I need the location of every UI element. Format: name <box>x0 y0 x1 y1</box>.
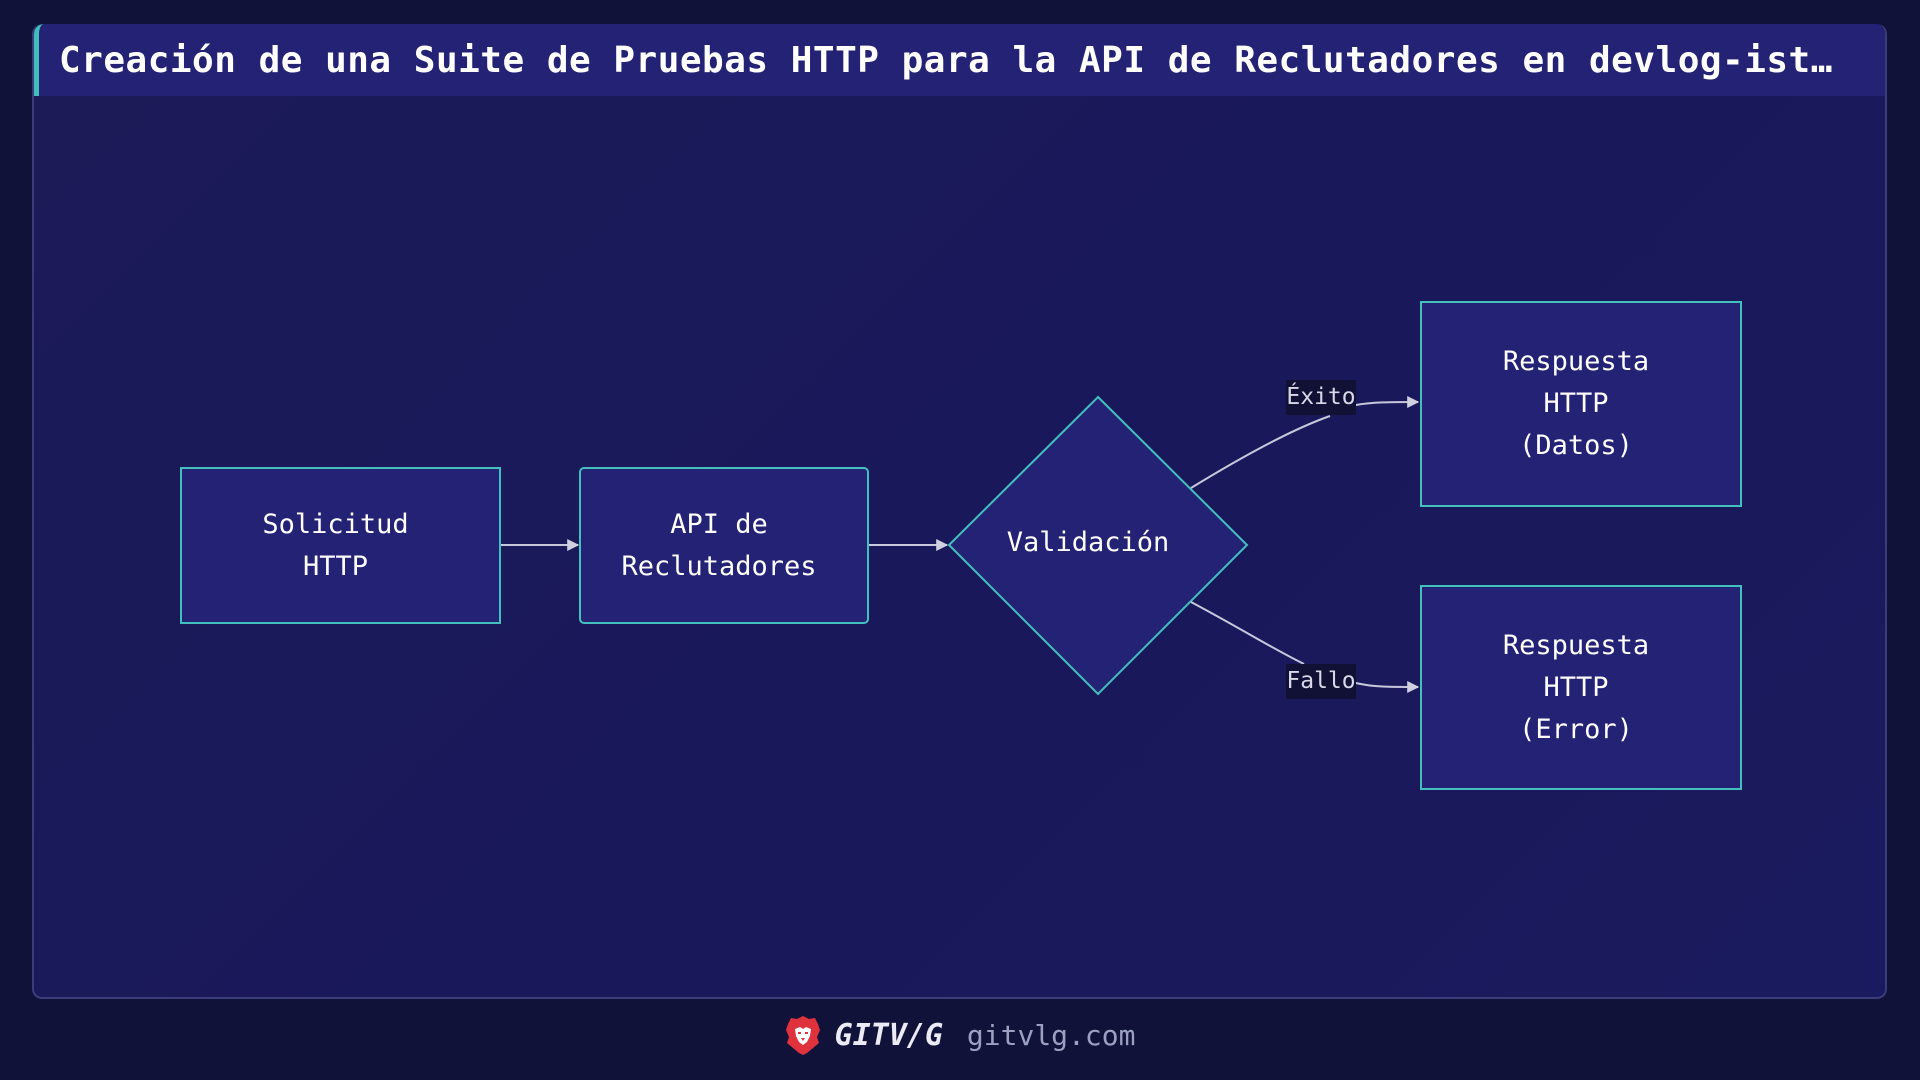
decision-diamond <box>947 395 1249 696</box>
lion-head-icon <box>785 1016 820 1055</box>
edge-validacion-exito <box>1190 402 1418 489</box>
node-label: Validación <box>1006 527 1170 558</box>
node-label: Respuesta HTTP (Error) <box>1502 629 1650 745</box>
title-bar: Creación de una Suite de Pruebas HTTP pa… <box>34 24 1885 96</box>
node-label: Solicitud HTTP <box>262 508 409 582</box>
node-api-reclutadores: API de Reclutadores <box>579 467 869 624</box>
edge-label-exito: Éxito <box>1286 380 1356 415</box>
node-respuesta-error: Respuesta HTTP (Error) <box>1420 585 1742 790</box>
node-label: Respuesta HTTP (Datos) <box>1502 346 1650 461</box>
node-validacion: Validación <box>949 520 1247 566</box>
footer: GITV/G gitvlg.com <box>0 1010 1920 1060</box>
brand-name: GITV/G <box>834 1017 943 1053</box>
node-label: API de Reclutadores <box>621 508 817 582</box>
site-link[interactable]: gitvlg.com <box>966 1018 1136 1052</box>
edge-validacion-fallo <box>1190 601 1418 687</box>
node-solicitud-http: Solicitud HTTP <box>180 467 501 624</box>
node-respuesta-datos: Respuesta HTTP (Datos) <box>1420 301 1742 507</box>
edge-label-fallo: Fallo <box>1286 664 1356 699</box>
